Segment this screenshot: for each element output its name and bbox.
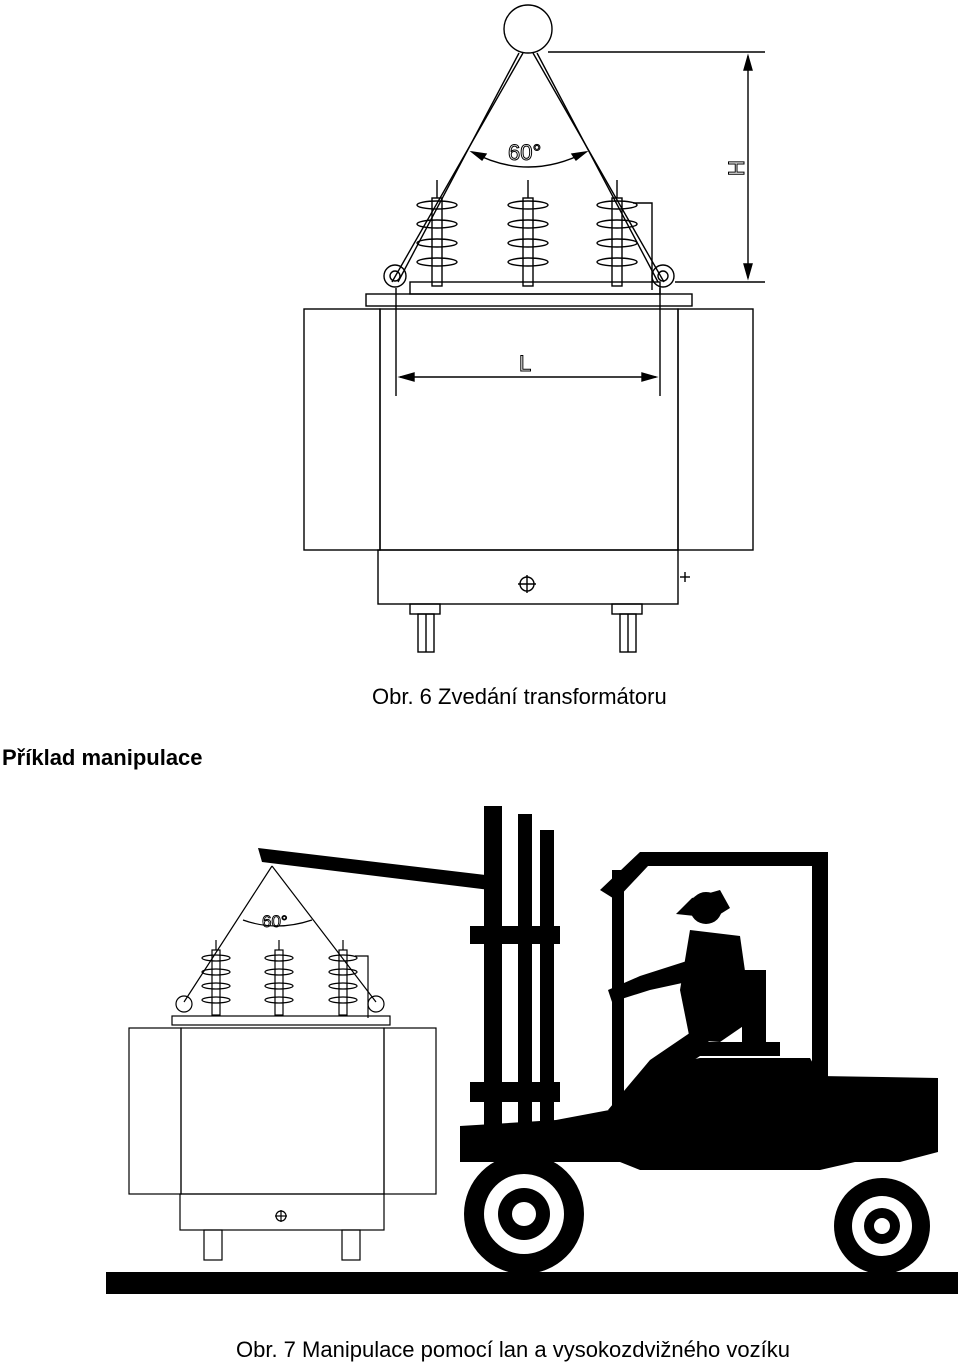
figure-7-forklift-diagram: 60° xyxy=(106,806,958,1294)
angle-arc xyxy=(471,151,587,168)
figure-7-caption: Obr. 7 Manipulace pomocí lan a vysokozdv… xyxy=(236,1337,790,1362)
transformer-tank xyxy=(379,308,679,551)
figure-6-caption: Obr. 6 Zvedání transformátoru xyxy=(372,684,667,709)
mast xyxy=(484,806,502,1126)
boom-arm xyxy=(258,848,494,890)
bushing-right xyxy=(596,180,653,290)
figure-6-lifting-diagram: 60° H L xyxy=(303,4,765,653)
radiator-left xyxy=(303,308,381,551)
small-transformer xyxy=(128,865,437,1261)
rear-wheel xyxy=(834,1178,930,1274)
transformer-base xyxy=(377,549,679,605)
small-angle-label: 60° xyxy=(262,912,288,931)
bushing-middle xyxy=(507,180,549,287)
right-sling xyxy=(532,52,665,283)
bushing-left xyxy=(416,180,458,287)
left-sling xyxy=(391,52,524,283)
truck-body xyxy=(460,1058,938,1170)
front-wheel xyxy=(464,1154,584,1274)
length-label: L xyxy=(519,351,531,376)
lifting-lug-left xyxy=(383,264,407,288)
angle-label: 60° xyxy=(508,140,541,165)
wheel-right xyxy=(611,603,643,653)
transformer-lid xyxy=(365,293,693,307)
ground xyxy=(106,1272,958,1294)
wheel-left xyxy=(409,603,441,653)
forklift xyxy=(258,806,938,1170)
lifting-ring xyxy=(503,4,553,54)
section-heading: Příklad manipulace xyxy=(2,745,203,770)
height-label: H xyxy=(724,160,749,176)
radiator-right xyxy=(677,308,754,551)
